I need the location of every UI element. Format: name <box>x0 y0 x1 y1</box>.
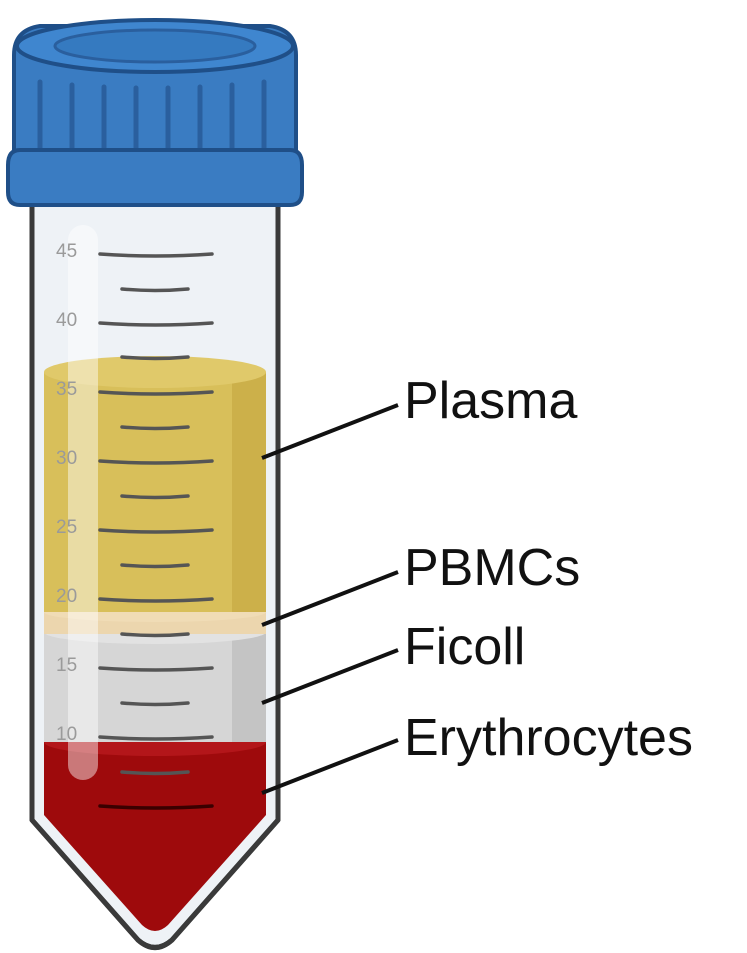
ficoll-layer <box>44 632 266 742</box>
graduation-labels: 45 40 35 30 25 20 15 10 <box>56 241 77 745</box>
erythrocytes-leader <box>261 738 399 795</box>
ficoll-shade <box>232 632 266 742</box>
grad-label-25: 25 <box>56 517 77 538</box>
grad-major-05 <box>98 804 214 810</box>
grad-minor-22 <box>120 563 190 569</box>
grad-label-10: 10 <box>56 724 77 745</box>
cap-ridges <box>37 79 267 162</box>
grad-minor-17 <box>120 632 190 638</box>
ficoll-label: Ficoll <box>404 618 525 676</box>
grad-label-30: 30 <box>56 448 77 469</box>
grad-label-20: 20 <box>56 586 77 607</box>
plasma-leader <box>261 403 399 460</box>
grad-minor-32 <box>120 425 190 431</box>
ficoll-leader <box>261 648 399 705</box>
grad-minor-07 <box>120 770 190 776</box>
grad-major-15 <box>98 666 214 672</box>
grad-major-20 <box>98 597 214 603</box>
grad-label-35: 35 <box>56 379 77 400</box>
grad-major-25 <box>98 528 214 534</box>
tube-outline <box>29 200 281 950</box>
grad-major-30 <box>98 459 214 465</box>
plasma-top <box>44 356 266 388</box>
plasma-layer <box>44 372 266 612</box>
grad-major-10 <box>98 735 214 741</box>
cap-top-inner <box>53 28 257 64</box>
grad-label-45: 45 <box>56 241 77 262</box>
erythrocytes-layer <box>44 742 266 931</box>
pbmc-leader <box>261 570 399 627</box>
tube-cap <box>6 18 304 207</box>
glass-highlight <box>68 225 98 780</box>
grad-minor-37 <box>120 355 190 361</box>
graduation-marks <box>98 252 214 810</box>
grad-major-40 <box>98 321 214 327</box>
grad-minor-27 <box>120 494 190 500</box>
grad-major-35 <box>98 390 214 396</box>
cap-rim <box>6 148 304 207</box>
grad-label-40: 40 <box>56 310 77 331</box>
grad-label-15: 15 <box>56 655 77 676</box>
erythrocytes-label: Erythrocytes <box>404 709 693 767</box>
grad-major-45 <box>98 252 214 258</box>
plasma-label: Plasma <box>404 372 577 430</box>
plasma-shade <box>232 372 266 612</box>
grad-minor-12 <box>120 701 190 707</box>
grad-minor-42 <box>120 287 190 293</box>
leader-lines <box>261 403 399 795</box>
pbmcs-label: PBMCs <box>404 539 580 597</box>
